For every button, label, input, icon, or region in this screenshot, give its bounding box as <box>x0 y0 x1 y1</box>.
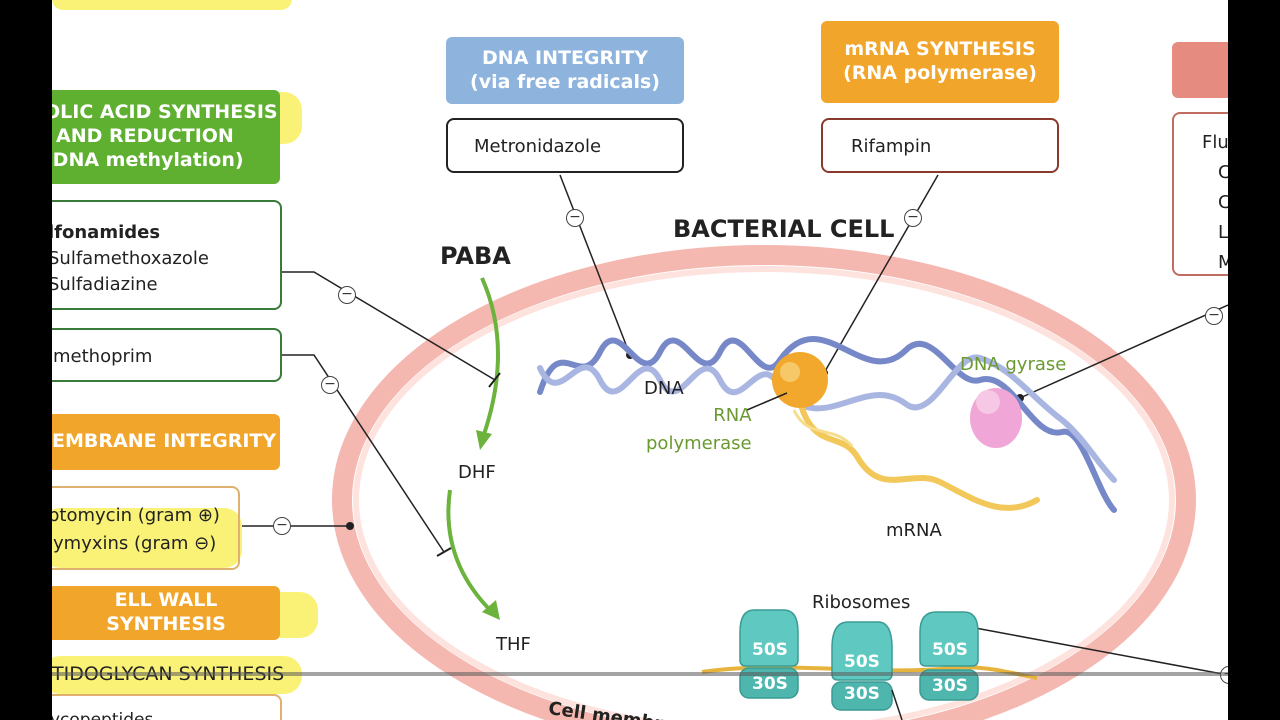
diagram-graphics <box>242 174 1228 720</box>
inhibition-minus-icon: − <box>904 209 922 227</box>
cell-wall-inner <box>353 266 1175 720</box>
line-endpoint <box>346 522 354 530</box>
drug-name: Metronidazole <box>474 136 602 157</box>
inhibition-minus-icon: − <box>566 209 584 227</box>
drug-box-cell-wall: ycopeptides <box>52 694 282 720</box>
inhibition-bar <box>488 372 501 388</box>
inhibition-minus-icon: − <box>273 517 291 535</box>
mrna-label: mRNA <box>886 520 942 541</box>
rna-polymerase-label-line1: RNA <box>713 405 752 426</box>
category-subtitle: (RNA polymerase) <box>843 62 1037 84</box>
ribosome-30s-label: 30S <box>844 684 880 704</box>
thf-label: THF <box>496 634 531 655</box>
ribosome-50s-label: 50S <box>752 640 788 660</box>
ribosome-30s-shape <box>831 681 893 711</box>
drug-name: lymyxins (gram ⊖) <box>52 533 217 554</box>
inhibition-line-fluoroquinolones <box>1019 304 1228 399</box>
ribosome-30s-shape <box>919 669 979 701</box>
category-mrna-synthesis: mRNA SYNTHESIS (RNA polymerase) <box>821 21 1059 103</box>
drug-box-sulfonamides: lfonamides Sulfamethoxazole Sulfadiazine <box>52 200 282 310</box>
drug-name: ycopeptides <box>52 710 154 720</box>
drug-name: Rifampin <box>851 136 932 157</box>
video-progress-bar[interactable] <box>52 672 1228 676</box>
category-title: ELL WALL SYNTHESIS <box>106 589 226 635</box>
category-subtitle: (DNA methylation) <box>52 148 244 171</box>
category-folic-acid: OLIC ACID SYNTHESIS AND REDUCTION (DNA m… <box>52 90 280 184</box>
category-subtitle: (via free radicals) <box>470 70 660 93</box>
cell-wall <box>332 245 1196 720</box>
mrna-strand <box>797 399 1040 511</box>
rna-polymerase-label-line2: polymerase <box>646 433 752 454</box>
ribosomes-label: Ribosomes <box>812 592 911 613</box>
diagram-canvas: DNA INTEGRITY (via free radicals) mRNA S… <box>52 0 1228 720</box>
dhf-label: DHF <box>458 462 496 483</box>
dna-gyrase-label: DNA gyrase <box>960 354 1067 375</box>
category-title-line2: AND REDUCTION <box>56 125 234 148</box>
paba-dhf-arrow <box>480 277 500 441</box>
rna-polymerase-pointer <box>746 392 788 411</box>
mrna-strand-detail <box>792 409 854 448</box>
ribosome-50s-shape <box>919 611 979 667</box>
inhibition-line-sulfonamides <box>282 271 496 381</box>
inhibition-line-ribosome <box>969 626 1228 676</box>
inhibition-line-trimethoprim <box>282 354 445 553</box>
category-dna-integrity: DNA INTEGRITY (via free radicals) <box>446 37 684 104</box>
category-title: DNA INTEGRITY <box>482 46 648 69</box>
ribosome-30s-label: 30S <box>752 674 788 694</box>
drug-name: Sulfadiazine <box>52 274 158 295</box>
drug-class-name: Flu <box>1202 132 1228 153</box>
paba-label: PABA <box>440 242 511 270</box>
ribosome-50s-label: 50S <box>932 640 968 660</box>
highlight-mark <box>52 508 242 568</box>
drug-name: C <box>1218 162 1228 183</box>
arrowhead <box>482 600 500 620</box>
ribosome-pointer <box>891 689 903 720</box>
ribosome-50s-shape <box>739 609 799 667</box>
inhibition-minus-icon: − <box>1205 307 1223 325</box>
rna-polymerase-shape <box>772 352 828 408</box>
drug-name: imethoprim <box>52 346 153 367</box>
highlight-mark <box>52 0 292 10</box>
dna-strand-b <box>537 354 1117 483</box>
category-title: mRNA SYNTHESIS <box>844 38 1036 61</box>
inhibition-bar <box>436 547 452 557</box>
dna-label: DNA <box>644 378 684 399</box>
drug-name: Sulfamethoxazole <box>52 248 209 269</box>
category-dna-replication-partial <box>1172 42 1228 98</box>
drug-name: ptomycin (gram ⊕) <box>52 505 220 526</box>
inhibition-line-rifampin <box>823 174 939 374</box>
drug-name: C <box>1218 192 1228 213</box>
dhf-thf-arrow <box>446 489 494 614</box>
inhibition-minus-icon: − <box>321 376 339 394</box>
drug-box-membrane: ptomycin (gram ⊕) lymyxins (gram ⊖) <box>52 486 240 570</box>
dna-gyrase-highlight <box>976 390 1000 414</box>
rna-polymerase-label: RNA polymerase <box>646 402 752 458</box>
inhibition-line-metronidazole <box>559 174 631 356</box>
drug-box-metronidazole: Metronidazole <box>446 118 684 173</box>
inhibition-minus-icon: − <box>338 286 356 304</box>
category-membrane-integrity: EMBRANE INTEGRITY <box>52 414 280 470</box>
drug-box-trimethoprim: imethoprim <box>52 328 282 382</box>
drug-box-fluoroquinolones: Flu C C L M <box>1172 112 1228 276</box>
dna-strand-a <box>537 336 1117 513</box>
category-cell-wall: ELL WALL SYNTHESIS <box>52 586 280 640</box>
drug-name: L <box>1218 222 1228 243</box>
drug-name: M <box>1218 252 1228 273</box>
rna-polymerase-highlight <box>780 362 800 382</box>
category-title: EMBRANE INTEGRITY <box>52 430 277 453</box>
ribosome-50s-label: 50S <box>844 652 880 672</box>
ribosome-30s-label: 30S <box>932 676 968 696</box>
drug-box-rifampin: Rifampin <box>821 118 1059 173</box>
bacterial-cell-label: BACTERIAL CELL <box>673 215 895 243</box>
category-title: OLIC ACID SYNTHESIS <box>52 101 278 124</box>
drug-class-name: lfonamides <box>52 222 161 243</box>
arrowhead <box>476 430 492 450</box>
